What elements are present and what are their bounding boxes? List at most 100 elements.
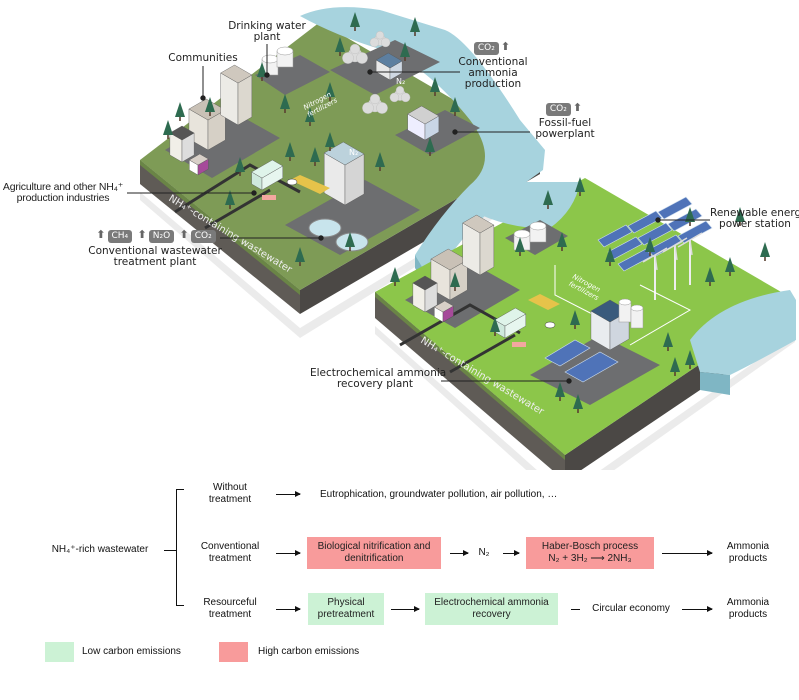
emission-cloud-icon bbox=[362, 93, 388, 114]
tree-trunk bbox=[574, 325, 576, 329]
tree-trunk bbox=[349, 247, 351, 251]
leader-dot bbox=[452, 129, 458, 135]
n2-label-2: N₂ bbox=[396, 77, 405, 86]
tree-icon bbox=[557, 232, 567, 251]
tree-trunk bbox=[314, 162, 316, 166]
label-renewable-power: Renewable energy power station bbox=[710, 208, 799, 230]
tree-icon bbox=[175, 102, 185, 121]
tree-trunk bbox=[739, 222, 741, 226]
tree-trunk bbox=[394, 282, 396, 286]
tree-trunk bbox=[577, 409, 579, 413]
label-line: Ammonia bbox=[726, 597, 770, 608]
turbine-blade bbox=[654, 254, 658, 271]
energy-flow-line bbox=[629, 284, 692, 346]
tree-trunk bbox=[561, 247, 563, 251]
label-line: Conventional wastewater bbox=[88, 245, 222, 257]
label-line: treatment bbox=[208, 494, 252, 505]
n2-label-1: N₂ bbox=[349, 148, 358, 157]
solar-panel-icon bbox=[647, 234, 683, 258]
tree-crown bbox=[725, 257, 735, 272]
label-line: power station bbox=[719, 218, 791, 230]
tree-trunk bbox=[609, 262, 611, 266]
crop-field bbox=[528, 294, 560, 310]
leader-dot bbox=[200, 95, 206, 101]
solar-panel-icon bbox=[657, 196, 693, 220]
tree-crown bbox=[557, 232, 567, 247]
tree-crown bbox=[295, 247, 305, 262]
community-house bbox=[412, 275, 438, 313]
storage-tank-icon bbox=[529, 221, 547, 243]
tree-crown bbox=[235, 157, 245, 172]
crop-field bbox=[290, 175, 330, 194]
tree-crown bbox=[400, 42, 410, 57]
label-line: Conventional bbox=[458, 56, 528, 68]
label-line: products bbox=[728, 609, 768, 620]
bracket-vertical bbox=[176, 489, 178, 606]
tank-top bbox=[513, 229, 531, 239]
cloud-puff bbox=[356, 52, 368, 64]
connector-dash bbox=[571, 609, 580, 611]
arrow-right-icon bbox=[682, 605, 713, 613]
tree-icon bbox=[305, 107, 315, 126]
n2-intermediate: N₂ bbox=[478, 547, 490, 558]
pigs-icon bbox=[512, 342, 526, 347]
greenhouse bbox=[251, 159, 284, 191]
source-label: NH₄⁺-rich wastewater bbox=[51, 544, 149, 555]
tree-trunk bbox=[454, 112, 456, 116]
tree-crown bbox=[425, 137, 435, 152]
tree-crown bbox=[515, 237, 525, 252]
leader-dot bbox=[655, 217, 661, 223]
label-line: Fossil-fuel bbox=[538, 117, 592, 129]
community-shop bbox=[433, 300, 454, 323]
tree-crown bbox=[225, 190, 235, 205]
bracket-tick bbox=[176, 489, 184, 491]
label-line: N₂ + 3H₂ ⟶ 2NH₃ bbox=[548, 553, 632, 564]
label-line: treatment bbox=[208, 609, 252, 620]
tree-crown bbox=[163, 120, 173, 135]
tree-trunk bbox=[414, 32, 416, 36]
cow-icon bbox=[544, 321, 556, 329]
tree-crown bbox=[645, 237, 655, 252]
tree-crown bbox=[685, 350, 695, 365]
cloud-puff bbox=[395, 86, 405, 95]
tree-icon bbox=[425, 137, 435, 156]
pigs-icon bbox=[262, 195, 276, 200]
label-line: Resourceful bbox=[203, 597, 257, 608]
label-line: Agriculture and other NH₄⁺ bbox=[2, 181, 124, 193]
resourceful-treatment-label: Resourceful treatment bbox=[195, 597, 265, 621]
tree-crown bbox=[605, 247, 615, 262]
isometric-illustration: NH₄⁺-containing wastewater NH₄⁺-containi… bbox=[127, 7, 796, 470]
tree-trunk bbox=[339, 52, 341, 56]
tree-icon bbox=[350, 12, 360, 31]
greenhouse-roof bbox=[251, 159, 284, 179]
tree-icon bbox=[325, 132, 335, 151]
ammonia-products-label: Ammonia products bbox=[722, 541, 774, 565]
bracket-stem bbox=[164, 550, 177, 552]
co2-badge: CO₂ bbox=[190, 230, 216, 243]
community-tower bbox=[462, 214, 495, 276]
legend-label-high: High carbon emissions bbox=[258, 646, 360, 657]
co2-badge: CO₂ bbox=[545, 103, 571, 116]
tree-icon bbox=[235, 157, 245, 176]
ammonia-plant bbox=[375, 52, 403, 81]
leader-dot bbox=[566, 378, 572, 384]
arrow-right-icon bbox=[450, 549, 469, 557]
fossil-powerplant-roof bbox=[407, 105, 440, 125]
tree-crown bbox=[450, 97, 460, 112]
cloud-puff bbox=[362, 102, 374, 114]
label-line: Ammonia bbox=[726, 541, 770, 552]
tree-trunk bbox=[667, 347, 669, 351]
tree-trunk bbox=[434, 92, 436, 96]
tree-trunk bbox=[289, 157, 291, 161]
leader-dot bbox=[264, 72, 270, 78]
tree-icon bbox=[390, 267, 400, 286]
tree-trunk bbox=[689, 222, 691, 226]
co2-badge: CO₂ bbox=[473, 42, 499, 55]
label-line: pretreatment bbox=[317, 609, 375, 620]
river-side bbox=[700, 372, 730, 395]
wwtp-building bbox=[323, 141, 365, 206]
community-pad bbox=[405, 262, 520, 328]
arrow-right-icon bbox=[276, 549, 301, 557]
